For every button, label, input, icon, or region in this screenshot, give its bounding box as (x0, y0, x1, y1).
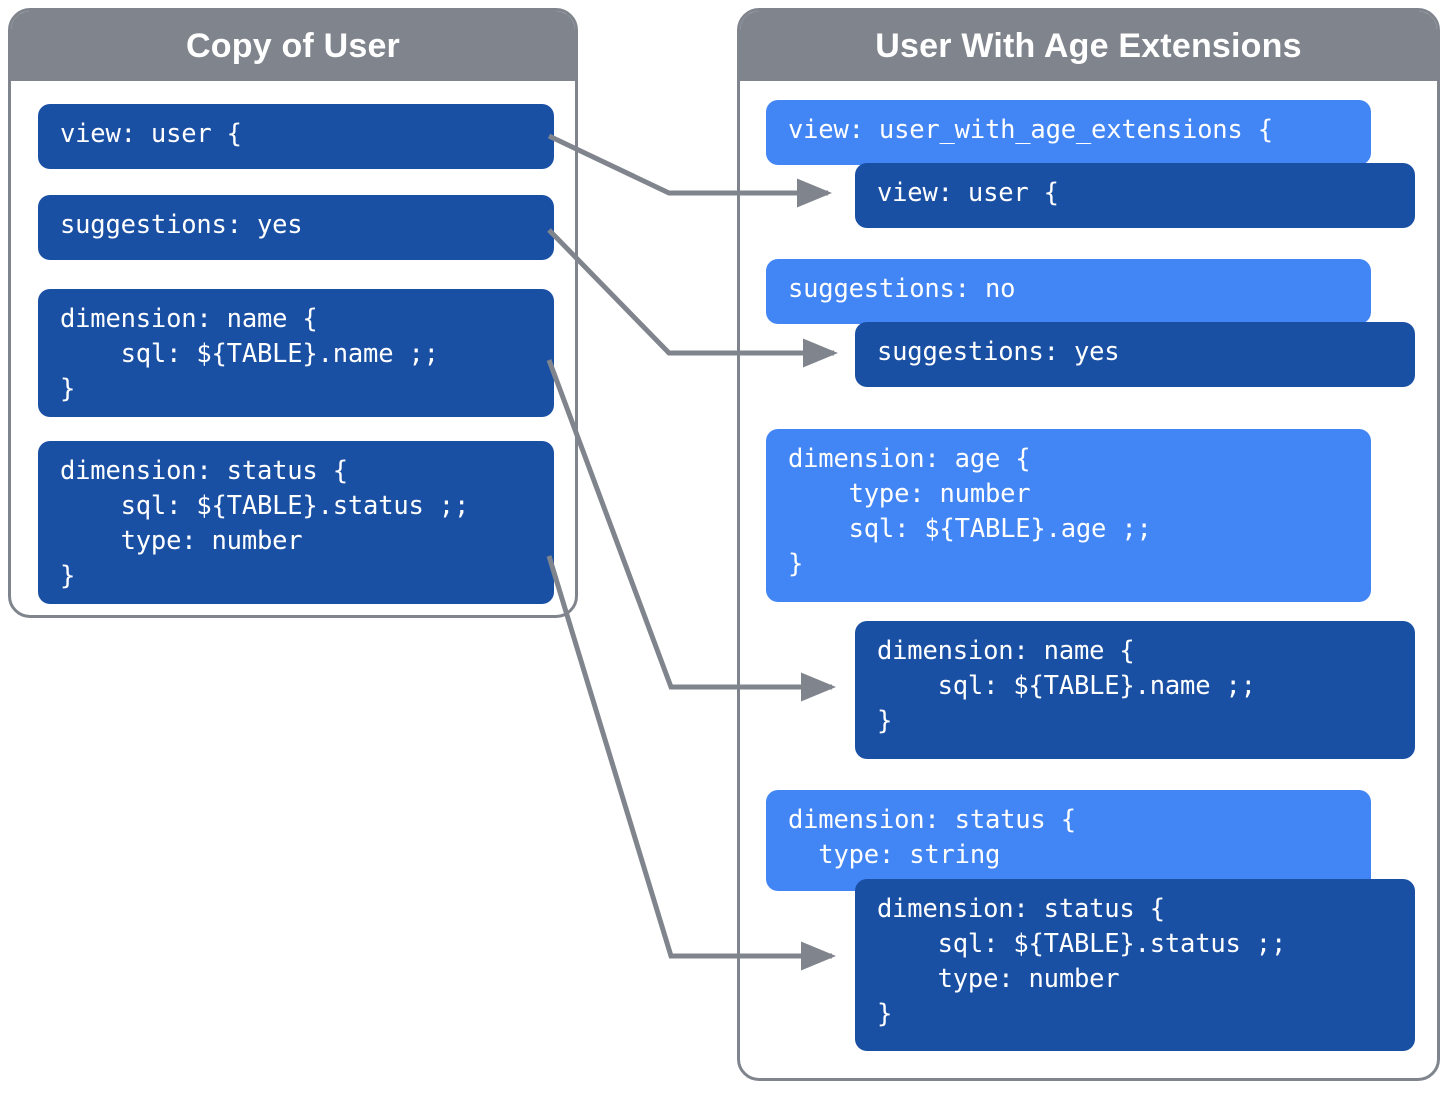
panel-copy-of-user: Copy of User view: user { suggestions: y… (8, 8, 578, 618)
code-block-right-view-inherited[interactable]: view: user { (855, 163, 1415, 228)
code-block-right-view-extension[interactable]: view: user_with_age_extensions { (766, 100, 1371, 165)
panel-left-title: Copy of User (11, 11, 575, 81)
panel-right-title: User With Age Extensions (740, 11, 1437, 81)
code-block-right-suggestions-no[interactable]: suggestions: no (766, 259, 1371, 324)
code-block-left-dimension-name[interactable]: dimension: name { sql: ${TABLE}.name ;; … (38, 289, 554, 417)
code-block-right-suggestions-yes[interactable]: suggestions: yes (855, 322, 1415, 387)
code-block-right-dimension-status-inherited[interactable]: dimension: status { sql: ${TABLE}.status… (855, 879, 1415, 1051)
code-block-right-dimension-status-extension[interactable]: dimension: status { type: string (766, 790, 1371, 891)
panel-user-with-age-extensions: User With Age Extensions view: user_with… (737, 8, 1440, 1081)
code-block-right-dimension-name[interactable]: dimension: name { sql: ${TABLE}.name ;; … (855, 621, 1415, 759)
code-block-left-suggestions[interactable]: suggestions: yes (38, 195, 554, 260)
code-block-left-dimension-status[interactable]: dimension: status { sql: ${TABLE}.status… (38, 441, 554, 604)
code-block-left-view[interactable]: view: user { (38, 104, 554, 169)
code-block-right-dimension-age[interactable]: dimension: age { type: number sql: ${TAB… (766, 429, 1371, 602)
